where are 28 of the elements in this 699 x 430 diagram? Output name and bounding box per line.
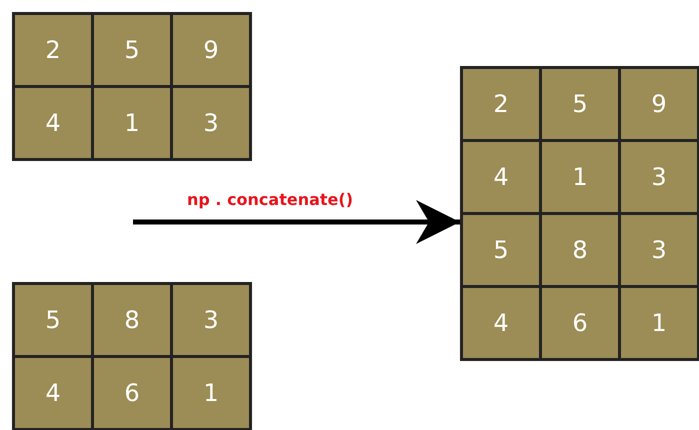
array-grid [12, 12, 252, 161]
array-cell: 2 [463, 69, 539, 139]
array-cell: 6 [94, 358, 170, 428]
array-cell: 3 [621, 215, 697, 285]
arrow [133, 200, 460, 244]
array-cell: 5 [463, 215, 539, 285]
array-cell: 4 [463, 288, 539, 358]
array-cell: 6 [542, 288, 618, 358]
array-grid [460, 66, 699, 361]
array-cell: 9 [173, 15, 249, 85]
array-cell: 4 [15, 88, 91, 158]
array-cell: 2 [15, 15, 91, 85]
array-cell: 4 [463, 142, 539, 212]
array-cell: 9 [621, 69, 697, 139]
array-cell: 8 [542, 215, 618, 285]
array-cell: 1 [94, 88, 170, 158]
array-cell: 3 [621, 142, 697, 212]
array-cell: 3 [173, 285, 249, 355]
array-cell: 1 [173, 358, 249, 428]
array-cell: 1 [542, 142, 618, 212]
array-cell: 5 [542, 69, 618, 139]
array-cell: 3 [173, 88, 249, 158]
array-cell: 5 [94, 15, 170, 85]
array-grid [12, 282, 252, 430]
array-cell: 1 [621, 288, 697, 358]
array-cell: 4 [15, 358, 91, 428]
array-cell: 5 [15, 285, 91, 355]
array-cell: 8 [94, 285, 170, 355]
